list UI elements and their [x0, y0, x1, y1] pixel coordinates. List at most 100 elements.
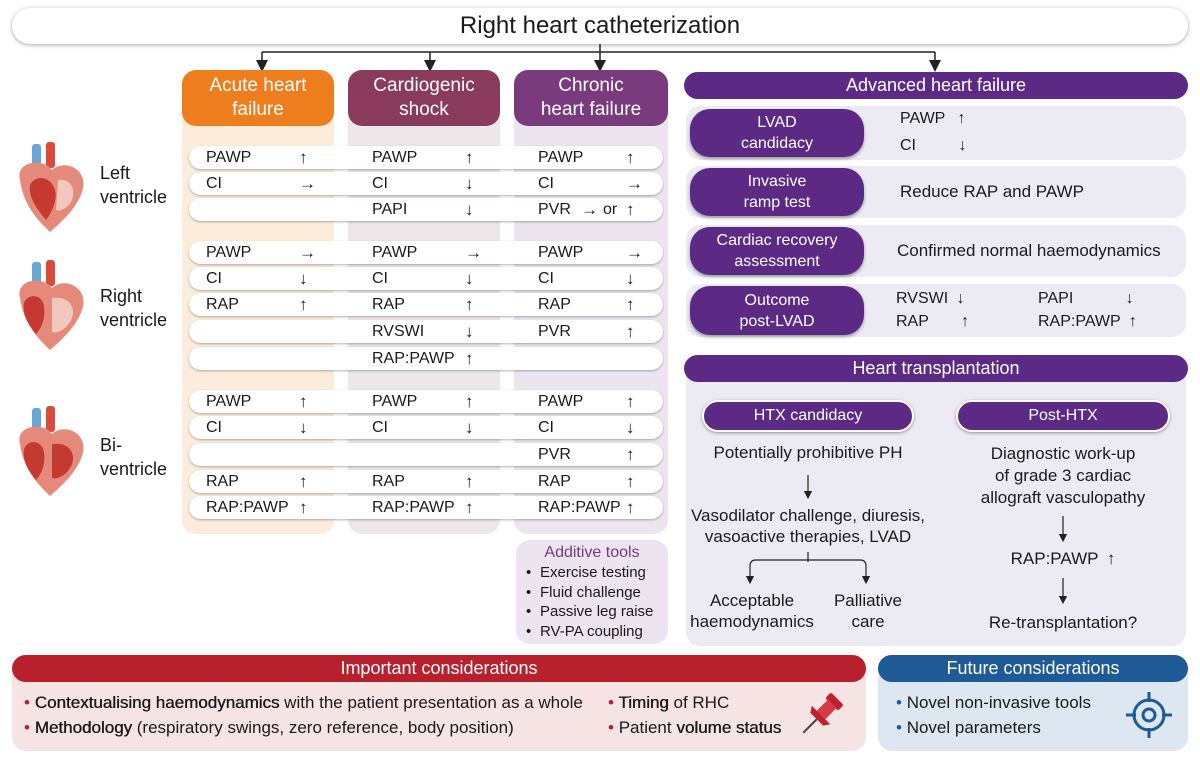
param-label: CI: [372, 270, 388, 287]
param-label: PAWP: [206, 244, 252, 261]
bullet-icon: •: [24, 693, 35, 712]
arrow-down-icon: ↓: [465, 322, 474, 341]
list-item: Fluid challenge: [524, 583, 660, 603]
arrow-down-icon: ↓: [626, 418, 635, 437]
arrow-right-icon: →: [299, 174, 316, 193]
param-label: PAWP: [372, 393, 418, 410]
htx-outcome-acceptable: Acceptable haemodynamics: [690, 591, 814, 631]
arrow-down-icon: ↓: [958, 137, 967, 154]
param-label: PVR: [538, 201, 571, 218]
param-label: RVSWI: [372, 323, 425, 340]
outcome-button: Outcome post-LVAD: [690, 286, 864, 335]
bullet-icon: •: [896, 693, 907, 712]
table-row: RAP:PAWP ↑ RAP:PAWP ↑ RAP:PAWP ↑: [189, 496, 663, 519]
table-row: RAP↑RAP↑RAP↑: [189, 293, 663, 316]
arrow-up-icon: ↑: [626, 322, 635, 341]
param-label: RAP:PAWP: [538, 499, 621, 516]
arrow-down-icon: ↓: [1125, 290, 1134, 307]
arrow-down-icon: ↓: [465, 269, 474, 288]
table-row: RAP↑RAP↑RAP↑: [189, 470, 663, 493]
param-label: RAP:PAWP: [372, 499, 455, 516]
future-item-1: • Novel non-invasive tools: [896, 693, 1091, 712]
heart-left-ventricle-icon: [19, 142, 84, 232]
htx-candidacy-button: HTX candidacy: [702, 400, 914, 432]
arrow-up-icon: ↑: [465, 498, 474, 517]
arrow-right-icon: →: [626, 174, 643, 193]
arrow-up-icon: ↑: [961, 313, 970, 330]
param-label: CI: [372, 175, 388, 192]
ramp-test-text: Reduce RAP and PAWP: [900, 182, 1084, 201]
outcome-rvswi: RVSWI ↓: [896, 290, 965, 307]
arrow-up-icon: ↑: [626, 148, 635, 167]
param-label: CI: [538, 175, 554, 192]
param-label: PVR: [538, 323, 571, 340]
table-row: CI→CI↓CI→: [189, 172, 663, 195]
table-row: CI↓CI↓CI↓: [189, 267, 663, 290]
important-item-2: • Methodology (respiratory swings, zero …: [24, 718, 514, 737]
param-label: CI: [206, 419, 222, 436]
arrow-up-icon: ↑: [1128, 313, 1137, 330]
arrow-down-icon: ↓: [465, 418, 474, 437]
arrow-up-icon: ↑: [626, 200, 635, 219]
param-label: PVR: [538, 446, 571, 463]
arrow-up-icon: ↑: [465, 148, 474, 167]
arrow-up-icon: ↑: [299, 498, 308, 517]
htx-step1: Potentially prohibitive PH: [713, 443, 903, 462]
arrow-up-icon: ↑: [1106, 549, 1116, 568]
heart-right-ventricle-icon: [19, 260, 84, 350]
heart-tx-header: Heart transplantation: [684, 355, 1188, 382]
param-label: PAWP: [538, 244, 584, 261]
header-chronic-heart-failure: Chronic heart failure: [514, 70, 668, 126]
arrow-down-icon: ↓: [299, 418, 308, 437]
list-item: Passive leg raise: [524, 602, 660, 622]
important-item-4: • Patient volume status: [608, 718, 782, 737]
param-label: CI: [206, 270, 222, 287]
additive-tools-box: Additive tools Exercise testing Fluid ch…: [516, 540, 668, 644]
arrow-up-icon: ↑: [626, 392, 635, 411]
param-label: RAP: [538, 296, 571, 313]
bullet-icon: •: [608, 718, 619, 737]
table-row: RVSWI ↓ PVR ↑: [189, 320, 663, 343]
table-row: PAWP↑PAWP↑PAWP↑: [189, 390, 663, 413]
future-header: Future considerations: [878, 655, 1188, 682]
outcome-rap: RAP ↑: [896, 313, 970, 330]
additive-tools-title: Additive tools: [544, 544, 640, 561]
arrow-up-icon: ↑: [299, 295, 308, 314]
list-item: RV-PA coupling: [524, 622, 660, 642]
param-label: RAP:PAWP: [372, 350, 455, 367]
arrow-up-icon: ↑: [626, 295, 635, 314]
param-label: RAP: [372, 296, 405, 313]
lvad-ci: CI ↓: [900, 137, 967, 154]
param-label: CI: [372, 419, 388, 436]
left-ventricle-label: Left ventricle: [100, 163, 168, 207]
param-label: RAP: [206, 296, 239, 313]
bullet-icon: •: [608, 693, 619, 712]
arrow-up-icon: ↑: [957, 110, 966, 127]
additive-tools-list: Exercise testing Fluid challenge Passive…: [524, 563, 660, 641]
param-label: RAP:PAWP: [206, 499, 289, 516]
table-row: PVR↑: [189, 443, 663, 466]
param-label: RAP: [206, 473, 239, 490]
param-label: PAWP: [206, 149, 252, 166]
post-htx-button: Post-HTX: [956, 400, 1170, 432]
arrow-up-icon: ↑: [299, 472, 308, 491]
outcome-rap-pawp: RAP:PAWP ↑: [1038, 313, 1137, 330]
param-label: RAP: [538, 473, 571, 490]
table-row: PAPI↓PVR→or↑: [189, 198, 663, 221]
list-item: Exercise testing: [524, 563, 660, 583]
param-label: CI: [206, 175, 222, 192]
header-acute-heart-failure: Acute heart failure: [182, 70, 334, 126]
param-label: CI: [538, 419, 554, 436]
arrow-up-icon: ↑: [626, 498, 635, 517]
arrow-right-icon: →: [299, 243, 316, 262]
post-htx-step2: RAP:PAWP ↑: [1010, 549, 1116, 568]
param-label: PAWP: [372, 149, 418, 166]
htx-outcome-palliative: Palliative care: [833, 591, 903, 631]
pushpin-icon: [802, 693, 843, 734]
important-item-3: • Timing of RHC: [608, 693, 730, 712]
future-item-2: • Novel parameters: [896, 718, 1041, 737]
recovery-text: Confirmed normal haemodynamics: [897, 241, 1161, 260]
arrow-right-icon: →: [626, 243, 643, 262]
